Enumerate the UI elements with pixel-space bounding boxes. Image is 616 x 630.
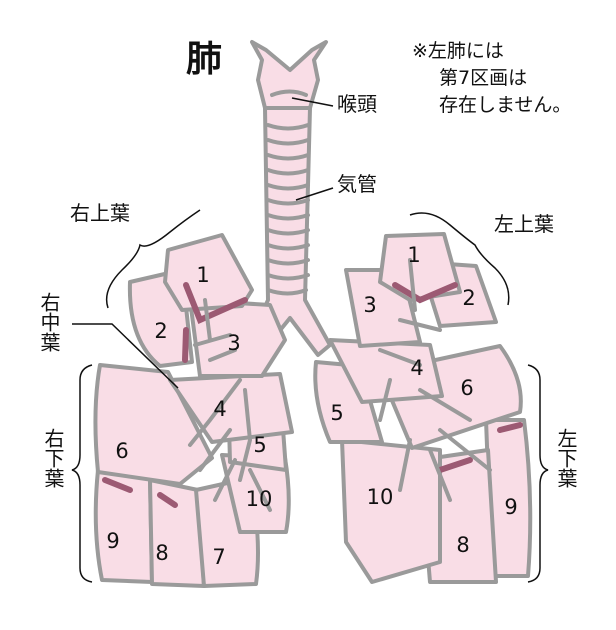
segment-l2: 2 bbox=[462, 286, 475, 310]
segment-r2: 2 bbox=[154, 319, 167, 343]
label-larynx: 喉頭 bbox=[337, 92, 377, 116]
note-line-3: 存在しません。 bbox=[439, 94, 572, 116]
segment-l10: 10 bbox=[367, 485, 394, 509]
segment-r8: 8 bbox=[155, 541, 168, 565]
segment-l5: 5 bbox=[330, 401, 343, 425]
label-trachea: 気管 bbox=[337, 172, 377, 196]
segment-l8: 8 bbox=[456, 533, 469, 557]
segment-l4: 4 bbox=[410, 356, 423, 380]
note-line-1: ※左肺には bbox=[412, 40, 504, 62]
right-lower-brace bbox=[71, 364, 93, 583]
label-right-middle-lobe: 右中葉 bbox=[37, 292, 61, 352]
note: ※左肺には 第7区画は 存在しません。 bbox=[412, 38, 571, 119]
diagram-title: 肺 bbox=[186, 39, 223, 80]
segment-r1: 1 bbox=[196, 263, 209, 287]
trachea-rings bbox=[266, 89, 310, 296]
note-line-2: 第7区画は bbox=[439, 67, 528, 89]
segment-r3: 3 bbox=[227, 331, 240, 355]
left-lung bbox=[313, 232, 533, 584]
larynx-leader bbox=[291, 97, 334, 107]
segment-l3: 3 bbox=[363, 293, 376, 317]
trachea-leader bbox=[295, 187, 334, 201]
left-lower-brace bbox=[527, 364, 549, 583]
segment-r6: 6 bbox=[115, 439, 128, 463]
segment-l1: 1 bbox=[407, 243, 420, 267]
middle-lobe-leader bbox=[72, 323, 179, 389]
segment-r10: 10 bbox=[246, 487, 273, 511]
larynx bbox=[250, 40, 328, 110]
label-right-lower-lobe: 右下葉 bbox=[41, 428, 65, 488]
right-upper-brace bbox=[105, 209, 201, 309]
segment-l6: 6 bbox=[460, 376, 473, 400]
label-left-upper-lobe: 左上葉 bbox=[494, 212, 554, 236]
right-lung bbox=[93, 233, 294, 588]
segment-r7: 7 bbox=[212, 545, 225, 569]
left-upper-brace bbox=[409, 212, 510, 306]
segment-r5: 5 bbox=[253, 433, 266, 457]
segment-r9: 9 bbox=[106, 529, 119, 553]
segment-r4: 4 bbox=[213, 397, 226, 421]
segment-l9: 9 bbox=[504, 495, 517, 519]
label-right-upper-lobe: 右上葉 bbox=[70, 201, 130, 225]
label-left-lower-lobe: 左下葉 bbox=[554, 428, 578, 488]
